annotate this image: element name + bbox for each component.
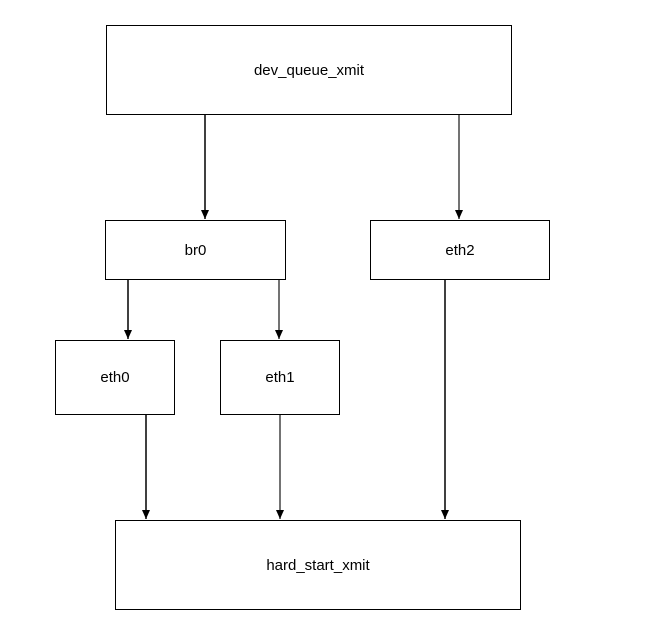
node-label: eth0	[100, 369, 130, 386]
node-label: dev_queue_xmit	[253, 61, 365, 79]
node-label: hard_start_xmit	[266, 556, 370, 574]
node-eth0: eth0	[55, 340, 175, 415]
node-label: br0	[184, 241, 207, 259]
node-hard-start-xmit: hard_start_xmit	[115, 520, 521, 610]
node-br0: br0	[105, 220, 286, 280]
node-label: eth1	[265, 369, 295, 386]
node-eth2: eth2	[370, 220, 550, 280]
node-eth1: eth1	[220, 340, 340, 415]
node-dev-queue-xmit: dev_queue_xmit	[106, 25, 512, 115]
node-label: eth2	[445, 241, 475, 259]
